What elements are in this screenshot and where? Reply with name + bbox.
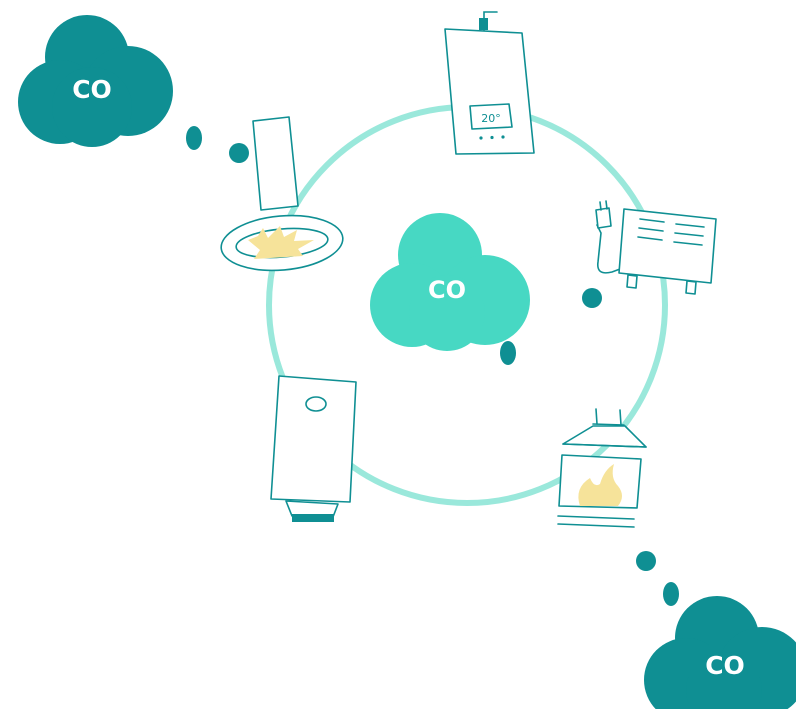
water-heater-icon: [270, 375, 357, 522]
particle-dot: [663, 582, 679, 606]
co-cloud-center: CO: [370, 213, 530, 351]
particle-dot: [636, 551, 656, 571]
cloud-icon: [370, 213, 530, 351]
co-label: CO: [72, 75, 112, 104]
co-label: CO: [705, 651, 745, 680]
particle-dot: [500, 341, 516, 365]
co-label: CO: [428, 276, 466, 304]
co-cloud-bottom-right: CO: [644, 596, 796, 709]
particle-dot: [582, 288, 602, 308]
cloud-icon: [644, 596, 796, 709]
wall-boiler-icon: 20°: [444, 11, 535, 155]
particle-dot: [229, 143, 249, 163]
boiler-temperature-display: 20°: [481, 112, 501, 125]
electric-heater-icon: [595, 200, 717, 295]
hanging-fireplace-icon: [220, 116, 344, 272]
co-cloud-top-left: CO: [18, 15, 173, 147]
flame-icon: [578, 464, 622, 506]
flame-icon: [248, 226, 314, 259]
particle-dot: [186, 126, 202, 150]
hooded-fireplace-icon: [557, 408, 647, 528]
cloud-icon: [18, 15, 173, 147]
